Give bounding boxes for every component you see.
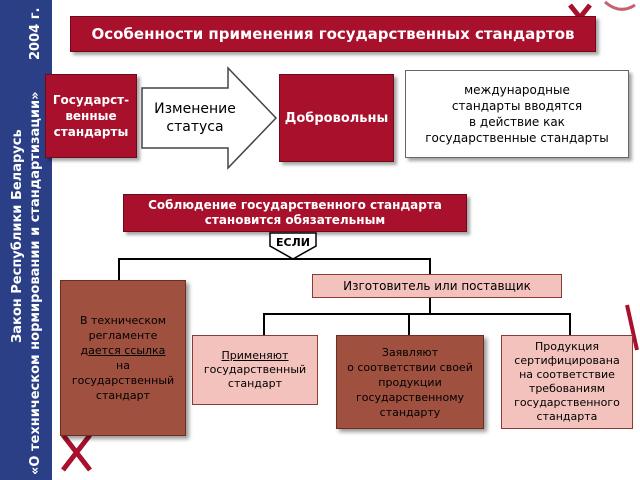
- sidebar-law-name: «О техническом нормировании и стандартиз…: [28, 91, 43, 476]
- sidebar-text: Закон Республики Беларусь «О техническом…: [0, 0, 52, 480]
- connector-horizontal-bottom: [263, 313, 571, 315]
- connector-manufacturer-drop: [429, 298, 431, 314]
- apply-standard-box: Применяют государственный стандарт: [192, 335, 318, 405]
- connector-horizontal-top: [118, 258, 430, 260]
- tech-regulation-text-1: В техническом регламенте: [79, 314, 167, 342]
- status-change-arrow: [141, 66, 278, 170]
- sidebar-year: 2004 г.: [28, 7, 43, 60]
- tech-regulation-link-text: дается ссылка: [80, 344, 166, 357]
- certified-product-box: Продукция сертифицирована на соответстви…: [501, 335, 633, 429]
- connector-apply-drop: [263, 313, 265, 335]
- connector-certified-drop: [569, 313, 571, 335]
- connector-left-drop: [118, 258, 120, 280]
- international-standards-box: международные стандарты вводятся в дейст…: [405, 70, 629, 158]
- sidebar-law-title: Закон Республики Беларусь: [10, 129, 25, 343]
- connector-right-drop: [429, 258, 431, 274]
- if-label: ЕСЛИ: [276, 235, 310, 249]
- mandatory-compliance-box: Соблюдение государственного стандарта ст…: [123, 194, 467, 232]
- sidebar: [0, 0, 52, 480]
- decorative-ribbon-right: [625, 304, 639, 351]
- status-change-label: Изменение статуса: [154, 101, 236, 135]
- tech-regulation-text-2: на государственный стандарт: [71, 359, 175, 402]
- connector-declare-drop: [408, 313, 410, 335]
- tech-regulation-text: В техническом регламенте дается ссылка н…: [72, 313, 174, 403]
- page-title: Особенности применения государственных с…: [70, 16, 596, 52]
- voluntary-box: Добровольны: [279, 74, 394, 162]
- apply-standard-verb: Применяют: [221, 349, 289, 362]
- state-standards-box: Государст- венные стандарты: [45, 74, 137, 158]
- manufacturer-box: Изготовитель или поставщик: [312, 274, 562, 298]
- decorative-ribbon-bottom-left: [61, 433, 92, 472]
- apply-standard-text: Применяют государственный стандарт: [204, 349, 306, 391]
- declare-conformity-box: Заявляют о соответствии своей продукции …: [336, 335, 484, 429]
- apply-standard-rest: государственный стандарт: [203, 363, 307, 390]
- tech-regulation-box: В техническом регламенте дается ссылка н…: [60, 280, 186, 436]
- if-arrow: [269, 232, 317, 260]
